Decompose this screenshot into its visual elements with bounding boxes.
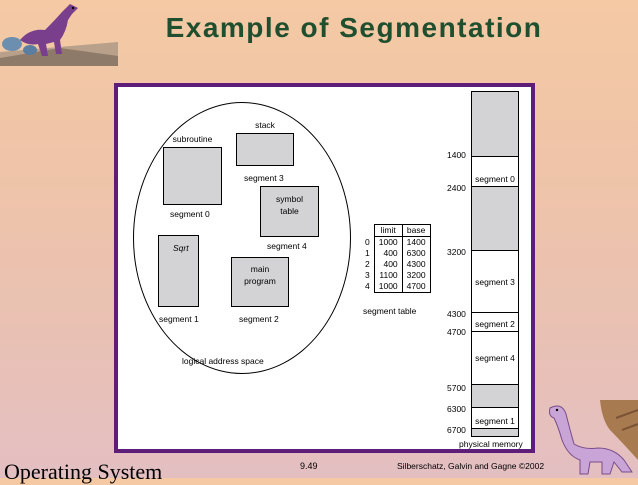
subroutine-label: subroutine (172, 134, 213, 144)
base-cell: 1400 (401, 236, 431, 248)
table-row: 1 400 6300 (365, 248, 431, 259)
physical-memory-caption: physical memory (459, 439, 523, 449)
memory-segment-4-label: segment 4 (475, 353, 515, 363)
base-cell: 6300 (401, 248, 431, 259)
segment-1-label: segment 1 (159, 314, 199, 324)
base-header: base (401, 224, 431, 237)
address-4700: 4700 (447, 327, 466, 337)
base-cell: 4300 (401, 259, 431, 270)
limit-cell: 1000 (373, 236, 403, 248)
memory-free-block (471, 428, 519, 437)
logical-address-space-caption: logical address space (182, 356, 264, 366)
segment-index: 2 (365, 259, 370, 269)
memory-segment-2-block: segment 2 (471, 312, 519, 332)
table-row: 2 400 4300 (365, 259, 431, 270)
segment-index: 3 (365, 270, 370, 280)
main-program-label-line2: program (244, 276, 276, 286)
dinosaur-illustration-bottom-right (549, 400, 638, 475)
memory-segment-0-block: segment 0 (471, 156, 519, 187)
limit-header: limit (373, 224, 403, 237)
address-1400: 1400 (447, 150, 466, 160)
limit-cell: 1000 (373, 281, 403, 293)
memory-segment-2-label: segment 2 (475, 319, 515, 329)
memory-segment-4-block: segment 4 (471, 331, 519, 385)
memory-segment-1-block: segment 1 (471, 407, 519, 429)
sqrt-label: Sqrt (173, 243, 189, 253)
memory-free-block (471, 384, 519, 408)
table-row: 4 1000 4700 (365, 281, 431, 293)
diagram-frame: subroutine segment 0 stack segment 3 sym… (114, 83, 535, 453)
memory-segment-3-block: segment 3 (471, 250, 519, 313)
stack-block: stack (236, 120, 294, 166)
segment-index: 1 (365, 248, 370, 258)
segment-table: limit base 0 1000 1400 1 400 6300 2 400 … (365, 224, 431, 293)
sqrt-block: Sqrt (158, 235, 199, 307)
dinosaur-illustration-top-left (0, 4, 118, 66)
segment-2-label: segment 2 (239, 314, 279, 324)
address-2400: 2400 (447, 183, 466, 193)
address-4300: 4300 (447, 309, 466, 319)
address-3200: 3200 (447, 247, 466, 257)
logical-address-space-ellipse (133, 102, 351, 374)
segment-table-header-row: limit base (365, 224, 431, 237)
footer-course-title: Operating System (4, 459, 163, 484)
stack-label: stack (255, 120, 275, 130)
limit-cell: 1100 (373, 270, 403, 281)
limit-cell: 400 (373, 259, 403, 270)
symbol-table-block: symbol table (260, 186, 319, 237)
table-row: 0 1000 1400 (365, 236, 431, 248)
address-6300: 6300 (447, 404, 466, 414)
base-cell: 3200 (401, 270, 431, 281)
memory-free-block (471, 186, 519, 251)
memory-segment-3-label: segment 3 (475, 277, 515, 287)
table-row: 3 1100 3200 (365, 270, 431, 281)
memory-segment-1-label: segment 1 (475, 416, 515, 426)
footer-copyright: Silberschatz, Galvin and Gagne ©2002 (397, 461, 545, 471)
segment-index: 4 (365, 281, 370, 292)
main-program-label-line1: main (250, 264, 270, 274)
symbol-table-label-line1: symbol (276, 194, 303, 204)
segment-0-label: segment 0 (170, 209, 210, 219)
memory-segment-0-label: segment 0 (475, 174, 515, 184)
limit-cell: 400 (373, 248, 403, 259)
address-5700: 5700 (447, 383, 466, 393)
segment-table-caption: segment table (363, 306, 417, 316)
footer-page-number: 9.49 (300, 461, 318, 471)
main-program-block: main program (231, 257, 289, 307)
memory-free-block (471, 91, 519, 157)
segment-4-label: segment 4 (267, 241, 307, 251)
symbol-table-label-line2: table (280, 206, 299, 216)
slide-title: Example of Segmentation (165, 12, 543, 43)
base-cell: 4700 (401, 281, 431, 293)
subroutine-block: subroutine (163, 134, 222, 205)
address-6700: 6700 (447, 425, 466, 435)
diagram-canvas: subroutine segment 0 stack segment 3 sym… (118, 87, 531, 449)
segment-index: 0 (365, 236, 370, 247)
segment-3-label: segment 3 (244, 173, 284, 183)
